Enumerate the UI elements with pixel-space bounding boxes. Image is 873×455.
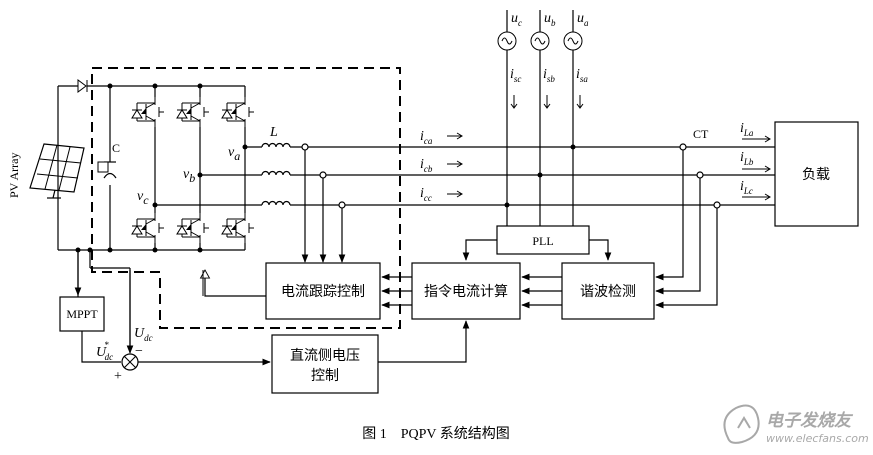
harmonic-detection-block: 谐波检测 bbox=[561, 262, 655, 320]
svg-text:ub: ub bbox=[544, 11, 556, 28]
command-current-block: 指令电流计算 bbox=[411, 262, 521, 320]
svg-text:icb: icb bbox=[420, 157, 433, 174]
current-tracking-block: 电流跟踪控制 bbox=[265, 262, 381, 320]
svg-text:vb: vb bbox=[183, 167, 195, 185]
svg-text:−: − bbox=[135, 344, 143, 359]
svg-text:ua: ua bbox=[577, 11, 589, 28]
pll-block: PLL bbox=[462, 225, 612, 261]
pv-array: PV Array bbox=[7, 143, 85, 199]
svg-text:vc: vc bbox=[137, 189, 149, 207]
control-signals: Udc − U*dc + bbox=[74, 150, 718, 384]
ct-label: CT bbox=[693, 127, 709, 141]
svg-text:iLc: iLc bbox=[740, 179, 753, 196]
capacitor-label: C bbox=[112, 141, 120, 155]
load-label: 负载 bbox=[802, 167, 830, 183]
dc-voltage-label-2: 控制 bbox=[311, 368, 339, 384]
mppt-block: MPPT bbox=[59, 296, 105, 332]
watermark: 电子发烧友 www.elecfans.com bbox=[723, 404, 869, 445]
command-current-label: 指令电流计算 bbox=[424, 284, 508, 300]
svg-text:icc: icc bbox=[420, 186, 432, 203]
inverter-boundary bbox=[91, 67, 401, 329]
svg-text:va: va bbox=[228, 145, 240, 163]
current-tracking-label: 电流跟踪控制 bbox=[281, 284, 365, 300]
svg-text:U*dc: U*dc bbox=[96, 340, 113, 362]
svg-text:isb: isb bbox=[543, 67, 555, 84]
watermark-url: www.elecfans.com bbox=[766, 432, 869, 445]
inductor-label: L bbox=[269, 125, 278, 140]
pv-array-label: PV Array bbox=[7, 153, 21, 198]
svg-text:iLa: iLa bbox=[740, 121, 754, 138]
dc-voltage-label-1: 直流侧电压 bbox=[290, 347, 360, 364]
inverter-bridge: L va vb vc bbox=[131, 83, 291, 253]
dc-voltage-block: 直流侧电压 控制 bbox=[271, 334, 379, 394]
svg-text:+: + bbox=[114, 369, 122, 384]
mppt-label: MPPT bbox=[66, 307, 98, 321]
svg-text:isc: isc bbox=[510, 67, 521, 84]
svg-text:Udc: Udc bbox=[134, 326, 153, 343]
load-block: 负载 bbox=[774, 121, 859, 227]
watermark-brand: 电子发烧友 bbox=[766, 411, 854, 431]
pll-label: PLL bbox=[532, 234, 553, 248]
svg-text:uc: uc bbox=[511, 11, 522, 28]
phase-lines: CT ica icb icc iLa iLb iLc bbox=[290, 121, 775, 263]
svg-text:ica: ica bbox=[420, 129, 433, 146]
ac-sources: uc ub ua isc isb isa bbox=[497, 10, 589, 226]
harmonic-detection-label: 谐波检测 bbox=[580, 284, 636, 300]
svg-text:isa: isa bbox=[576, 67, 588, 84]
svg-text:iLb: iLb bbox=[740, 150, 754, 167]
